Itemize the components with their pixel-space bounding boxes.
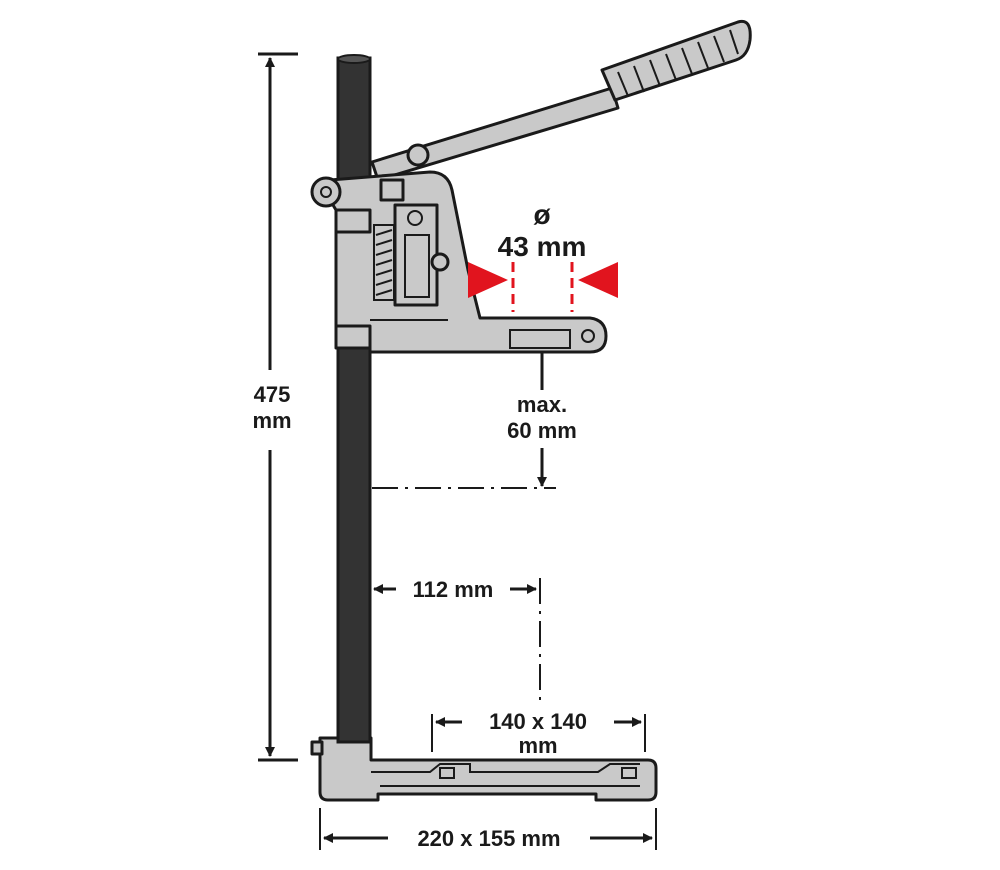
- base-value: 220 x 155 mm: [417, 826, 560, 851]
- right-red-arrow: [578, 262, 618, 298]
- work-area-line2: mm: [518, 733, 557, 758]
- height-dimension: 475 mm: [252, 52, 298, 762]
- diameter-symbol: ø: [533, 199, 550, 230]
- stroke-line1: max.: [517, 392, 567, 417]
- left-red-arrow: [468, 262, 508, 298]
- work-area-dimension: 140 x 140 mm: [431, 709, 646, 758]
- height-unit: mm: [252, 408, 291, 433]
- throat-dimension: 112 mm: [373, 577, 541, 700]
- height-value: 475: [254, 382, 291, 407]
- diameter-markers: [468, 262, 618, 312]
- diameter-label: ø 43 mm: [498, 199, 587, 262]
- lever-handle: [370, 19, 752, 182]
- stroke-line2: 60 mm: [507, 418, 577, 443]
- stroke-dimension: max. 60 mm: [372, 352, 577, 489]
- throat-value: 112 mm: [413, 577, 494, 602]
- work-area-line1: 140 x 140: [489, 709, 587, 734]
- base-dimension: 220 x 155 mm: [319, 808, 657, 851]
- column: [336, 54, 372, 744]
- base-plate: [310, 736, 658, 802]
- diameter-value: 43 mm: [498, 231, 587, 262]
- carriage: [310, 170, 608, 354]
